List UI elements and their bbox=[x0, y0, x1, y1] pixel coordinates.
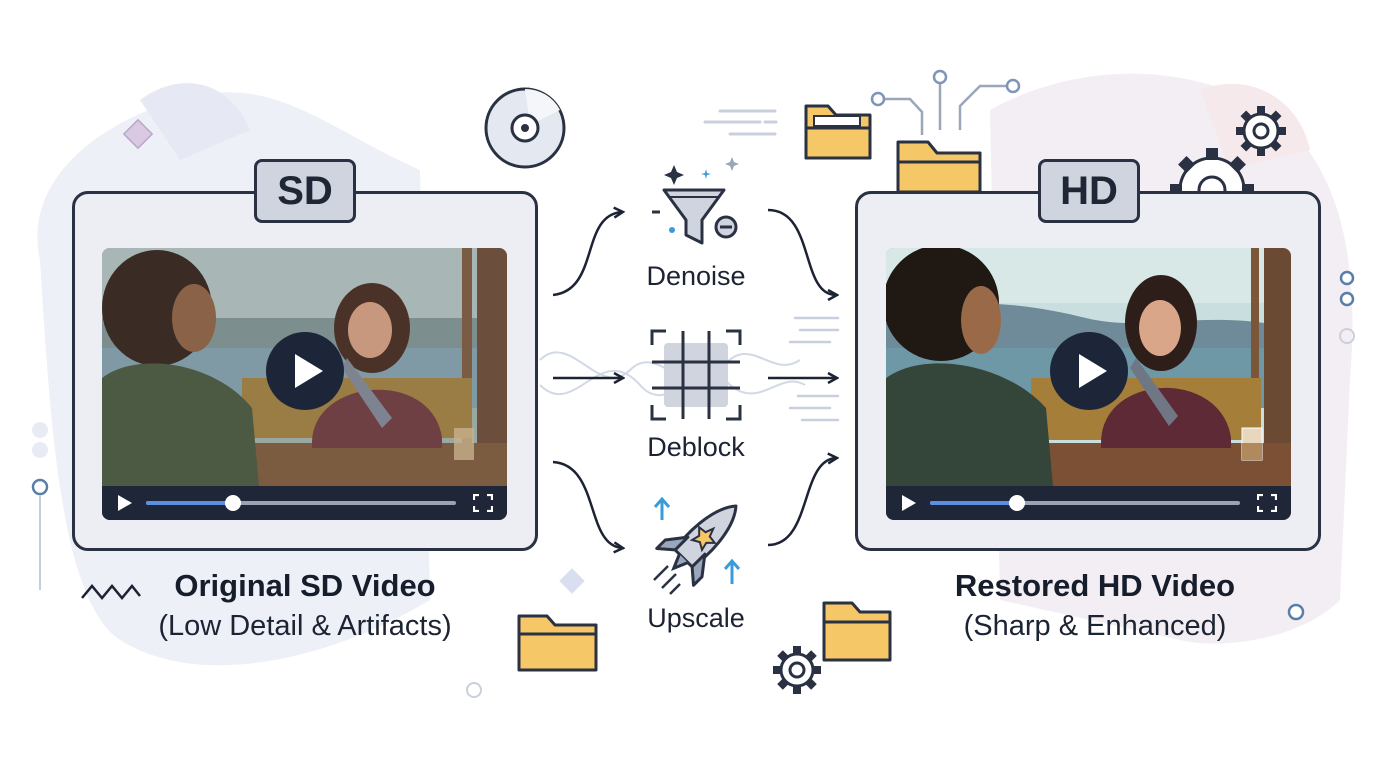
folder-icon bbox=[804, 104, 872, 160]
hd-player-controls bbox=[886, 486, 1291, 520]
step-label-deblock: Deblock bbox=[647, 432, 745, 462]
funnel-icon bbox=[652, 157, 739, 245]
sd-control-play-icon[interactable] bbox=[118, 495, 132, 511]
step-label-upscale: Upscale bbox=[647, 603, 745, 633]
diamond-shape bbox=[122, 118, 154, 150]
sd-player-controls bbox=[102, 486, 507, 520]
hd-video-player[interactable] bbox=[886, 248, 1291, 520]
arrow-from-denoise bbox=[767, 208, 836, 295]
grid-icon bbox=[650, 329, 742, 421]
folder-icon bbox=[896, 140, 982, 194]
sd-badge: SD bbox=[254, 159, 356, 223]
hd-control-play-icon[interactable] bbox=[902, 495, 916, 511]
speed-lines bbox=[703, 109, 778, 136]
step-label-denoise: Denoise bbox=[646, 261, 746, 291]
hd-progress-fill bbox=[930, 501, 1017, 505]
rocket-trail bbox=[653, 565, 681, 595]
folder-icon bbox=[517, 614, 598, 672]
arrow-to-upscale bbox=[552, 460, 622, 548]
hd-progress-knob[interactable] bbox=[1008, 495, 1025, 511]
sd-progress-track[interactable] bbox=[146, 495, 456, 511]
flow-arrows bbox=[552, 208, 836, 548]
sd-play-button[interactable] bbox=[266, 332, 344, 410]
gear-icon bbox=[773, 646, 821, 694]
gear-icon bbox=[1236, 106, 1286, 156]
sd-caption-title: Original SD Video bbox=[174, 568, 436, 603]
arrow-to-denoise bbox=[552, 212, 622, 297]
zigzag-icon bbox=[81, 584, 141, 600]
hd-video-frame bbox=[886, 248, 1291, 520]
disc-icon bbox=[484, 87, 566, 169]
up-arrow-icon bbox=[653, 496, 741, 584]
hd-progress-track[interactable] bbox=[930, 495, 1240, 511]
hd-caption-title: Restored HD Video bbox=[954, 568, 1236, 603]
diamond-shape bbox=[559, 568, 585, 594]
arrow-from-upscale bbox=[767, 458, 836, 547]
hd-badge: HD bbox=[1038, 159, 1140, 223]
fullscreen-icon[interactable] bbox=[1257, 494, 1277, 512]
hd-play-button[interactable] bbox=[1050, 332, 1128, 410]
sd-progress-fill bbox=[146, 501, 233, 505]
circuit-lines bbox=[878, 78, 1013, 135]
sd-video-player[interactable] bbox=[102, 248, 507, 520]
folder-icon bbox=[822, 601, 892, 662]
fullscreen-icon[interactable] bbox=[473, 494, 493, 512]
hd-caption-subtitle: (Sharp & Enhanced) bbox=[963, 610, 1227, 642]
sd-progress-knob[interactable] bbox=[224, 495, 241, 511]
sd-caption-subtitle: (Low Detail & Artifacts) bbox=[158, 610, 452, 642]
rocket-icon bbox=[655, 504, 738, 587]
